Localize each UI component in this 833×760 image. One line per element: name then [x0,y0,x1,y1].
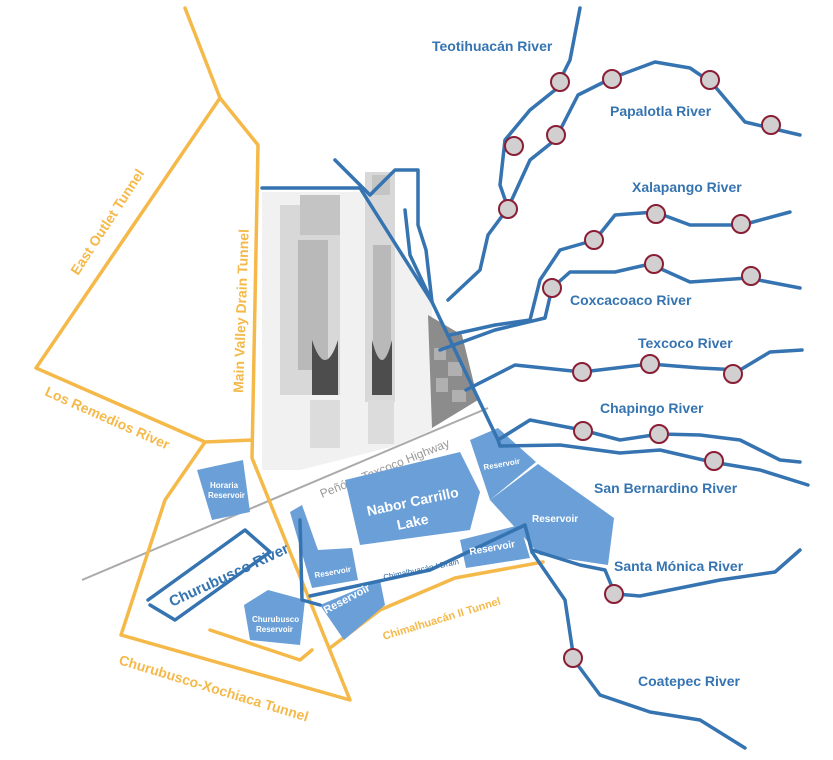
papalotla-river [506,60,802,210]
texcoco-river-label: Texcoco River [638,335,733,351]
reservoir-southwest [320,580,385,640]
churubusco-reservoir-label-2: Reservoir [256,625,293,634]
dam-marker [646,204,666,224]
teotihuacan-river-label: Teotihuacán River [432,38,553,54]
airport-area [262,172,478,470]
churubusco-reservoir-label-1: Churubusco [252,615,299,624]
dam-marker [602,69,622,89]
dam-markers [498,69,781,668]
dam-marker [731,214,751,234]
texcoco-river [464,348,804,392]
nabor-carrillo-lake [345,452,480,545]
dam-marker [723,364,743,384]
chimalhuacan-i-drain-label: Chimalhuacán I Drain [383,557,460,582]
dam-marker [563,648,583,668]
river-network [146,6,810,750]
santa-monica-river-label: Santa Mónica River [614,558,744,574]
lake-label-line2: Lake [395,511,430,533]
xalapango-river-label: Xalapango River [632,179,742,195]
chapingo-river [496,418,802,464]
dam-marker [604,584,624,604]
airport-north-channel-2 [333,158,434,304]
dam-marker [504,136,524,156]
dam-marker [573,421,593,441]
dam-marker [584,230,604,250]
dam-marker [498,199,518,219]
horaria-reservoir [197,460,250,520]
dam-marker [741,266,761,286]
reservoir-chimalhuacan [460,525,530,568]
dam-marker [572,362,592,382]
horaria-reservoir-label-2: Reservoir [208,491,245,500]
dam-marker [550,72,570,92]
drain-connector [298,518,322,607]
east-outlet-tunnel [34,6,222,444]
coxcacoaco-river-label: Coxcacoaco River [570,292,692,308]
coatepec-river-label: Coatepec River [638,673,740,689]
san-bernardino-river-label: San Bernardino River [594,480,738,496]
reservoir-east-label: Reservoir [532,514,578,525]
dam-marker [542,278,562,298]
dam-marker [704,451,724,471]
dam-marker [644,254,664,274]
chapingo-river-label: Chapingo River [600,400,704,416]
churubusco-river [146,528,272,622]
chimalhuacan-drain [308,523,534,598]
reservoir-northeast [470,428,536,500]
san-bernardino-river [498,443,810,487]
santa-monica-river [530,548,802,598]
main-valley-drain-tunnel-label: Main Valley Drain Tunnel [230,229,252,393]
main-valley-drain-tunnel [119,96,352,702]
reservoir-east [490,464,614,565]
coatepec-river [530,550,747,750]
churubusco-reservoir-outline [208,628,314,662]
dam-marker [700,70,720,90]
papalotla-river-label: Papalotla River [610,103,712,119]
dam-marker [761,115,781,135]
reservoirs [197,428,614,645]
reservoir-west [290,505,358,588]
dam-marker [649,424,669,444]
airport-east-channel [403,208,434,304]
dam-marker [640,354,660,374]
churubusco-reservoir [244,590,305,645]
horaria-reservoir-label-1: Horaria [210,481,239,490]
coxcacoaco-river [438,262,802,352]
dam-marker [546,125,566,145]
